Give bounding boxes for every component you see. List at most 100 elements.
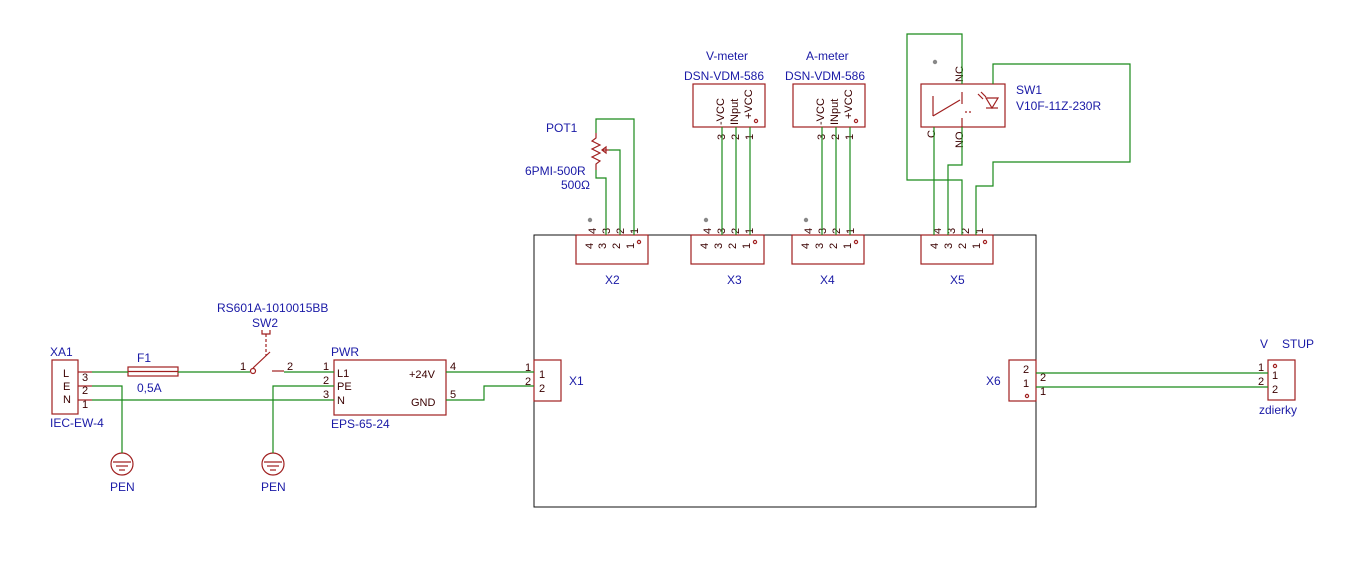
xa1-letter-e: E (63, 381, 70, 393)
v-meter-model: DSN-VDM-586 (684, 69, 764, 83)
x5-label: X5 (950, 273, 965, 287)
v-meter-pin-input: INput (729, 99, 741, 125)
f1-value: 0,5A (137, 381, 162, 395)
x4-top-2: 2 (831, 228, 843, 234)
connector-x3: X3 4 3 2 1 4 3 2 1 (690, 217, 765, 287)
x2-top-4: 4 (587, 228, 599, 234)
x6-pin-1: 1 (1040, 386, 1046, 398)
x6-label: X6 (986, 374, 1001, 388)
x3-top-4: 4 (702, 228, 714, 234)
a-meter-pin-input: INput (829, 99, 841, 125)
xa1-pin-1: 1 (82, 399, 88, 411)
pwr-value: EPS-65-24 (331, 417, 390, 431)
x4-pin-1: 1 (842, 243, 854, 249)
x4-label: X4 (820, 273, 835, 287)
sw2-ref: SW2 (252, 316, 278, 330)
pen-label-right: PEN (261, 480, 286, 494)
x4-pin-2: 2 (828, 243, 840, 249)
pen-ground-left: PEN (110, 452, 135, 494)
a-meter-pin-nvcc: -VCC (815, 98, 827, 125)
stup-ref-stup: STUP (1282, 337, 1314, 351)
x5-top-3: 3 (946, 228, 958, 234)
x1-pin-1: 1 (525, 362, 531, 374)
pwr-pin-2: 2 (323, 375, 329, 387)
x5-top-2: 2 (960, 228, 972, 234)
sw1-pin-no: NO (954, 131, 966, 148)
x6-pin-2: 2 (1040, 372, 1046, 384)
x2-pin-1: 1 (625, 243, 637, 249)
pen-ground-right: PEN (261, 452, 286, 494)
v-meter-title: V-meter (706, 49, 748, 63)
pwr-pin-4: 4 (450, 361, 456, 373)
xa1-letter-l: L (63, 368, 69, 380)
x3-pin-1: 1 (741, 243, 753, 249)
x5-top-1: 1 (974, 228, 986, 234)
sw1-pin-c: C (926, 130, 938, 138)
x5-pin-3: 3 (943, 243, 955, 249)
stup-inner-1: 1 (1272, 370, 1278, 382)
x4-top-1: 1 (845, 228, 857, 234)
pwr-ref: PWR (331, 345, 359, 359)
connector-x5: X5 4 3 2 1 4 3 2 1 (920, 228, 994, 287)
pot1-value-2: 500Ω (561, 178, 590, 192)
x1-pin-2: 2 (525, 376, 531, 388)
fuse-f1: F1 0,5A (127, 351, 179, 395)
sw2-pin-1: 1 (240, 361, 246, 373)
wiring (92, 33, 1268, 453)
x3-pin-4: 4 (699, 243, 711, 249)
x2-top-2: 2 (615, 228, 627, 234)
sw2-part: RS601A-1010015BB (217, 301, 328, 315)
switch-sw2: RS601A-1010015BB SW2 1 2 (217, 301, 328, 375)
pwr-n: N (337, 395, 345, 407)
potentiometer-pot1: POT1 6PMI-500R 500Ω (525, 121, 609, 192)
connector-x2: X2 4 3 2 1 4 3 2 1 (575, 217, 649, 287)
f1-ref: F1 (137, 351, 151, 365)
x3-pin-2: 2 (727, 243, 739, 249)
xa1-letter-n: N (63, 394, 71, 406)
sw1-ref: SW1 (1016, 83, 1042, 97)
x3-label: X3 (727, 273, 742, 287)
stup-inner-2: 2 (1272, 384, 1278, 396)
x1-label: X1 (569, 374, 584, 388)
x5-top-4: 4 (932, 228, 944, 234)
sw1-pin-nc: NC (954, 66, 966, 82)
x6-inner-2: 2 (1023, 364, 1029, 376)
pwr-pin-5: 5 (450, 389, 456, 401)
x1-inner-1: 1 (539, 369, 545, 381)
stup-ref-v: V (1260, 337, 1268, 351)
x2-pin-3: 3 (597, 243, 609, 249)
x4-pin-3: 3 (814, 243, 826, 249)
x2-label: X2 (605, 273, 620, 287)
stup-pin-1: 1 (1258, 362, 1264, 374)
x1-inner-2: 2 (539, 383, 545, 395)
x4-top-3: 3 (817, 228, 829, 234)
x4-top-4: 4 (803, 228, 815, 234)
xa1-pin-2: 2 (82, 385, 88, 397)
xa1-ref: XA1 (50, 345, 73, 359)
a-meter-title: A-meter (806, 49, 849, 63)
a-meter: A-meter DSN-VDM-586 -VCC INput +VCC 3 2 … (785, 49, 866, 140)
v-meter-pin-pvcc: +VCC (743, 89, 755, 119)
connector-x6: X6 2 1 2 1 (986, 359, 1046, 402)
pot1-value-1: 6PMI-500R (525, 164, 586, 178)
power-supply-pwr: PWR L1 PE N +24V GND 1 2 3 4 5 EPS-65-24 (323, 345, 456, 431)
stup-pin-2: 2 (1258, 376, 1264, 388)
relay-switch-sw1: C NC NO SW1 V10F-11Z-230R (920, 59, 1101, 148)
x2-pin-4: 4 (584, 243, 596, 249)
stup-terminals: V STUP 1 2 1 2 zdierky (1258, 337, 1314, 417)
x4-pin-4: 4 (800, 243, 812, 249)
pwr-pin-3: 3 (323, 389, 329, 401)
x5-pin-4: 4 (929, 243, 941, 249)
connector-x4: X4 4 3 2 1 4 3 2 1 (791, 217, 865, 287)
pwr-l1: L1 (337, 368, 349, 380)
x2-top-1: 1 (629, 228, 641, 234)
pwr-pe: PE (337, 381, 352, 393)
pwr-24v: +24V (409, 369, 436, 381)
x6-inner-1: 1 (1023, 378, 1029, 390)
pwr-gnd: GND (411, 397, 436, 409)
xa1-pin-3: 3 (82, 372, 88, 384)
xa1-inlet: XA1 L E N 3 2 1 IEC-EW-4 (50, 345, 104, 430)
x5-pin-2: 2 (957, 243, 969, 249)
xa1-value: IEC-EW-4 (50, 416, 104, 430)
